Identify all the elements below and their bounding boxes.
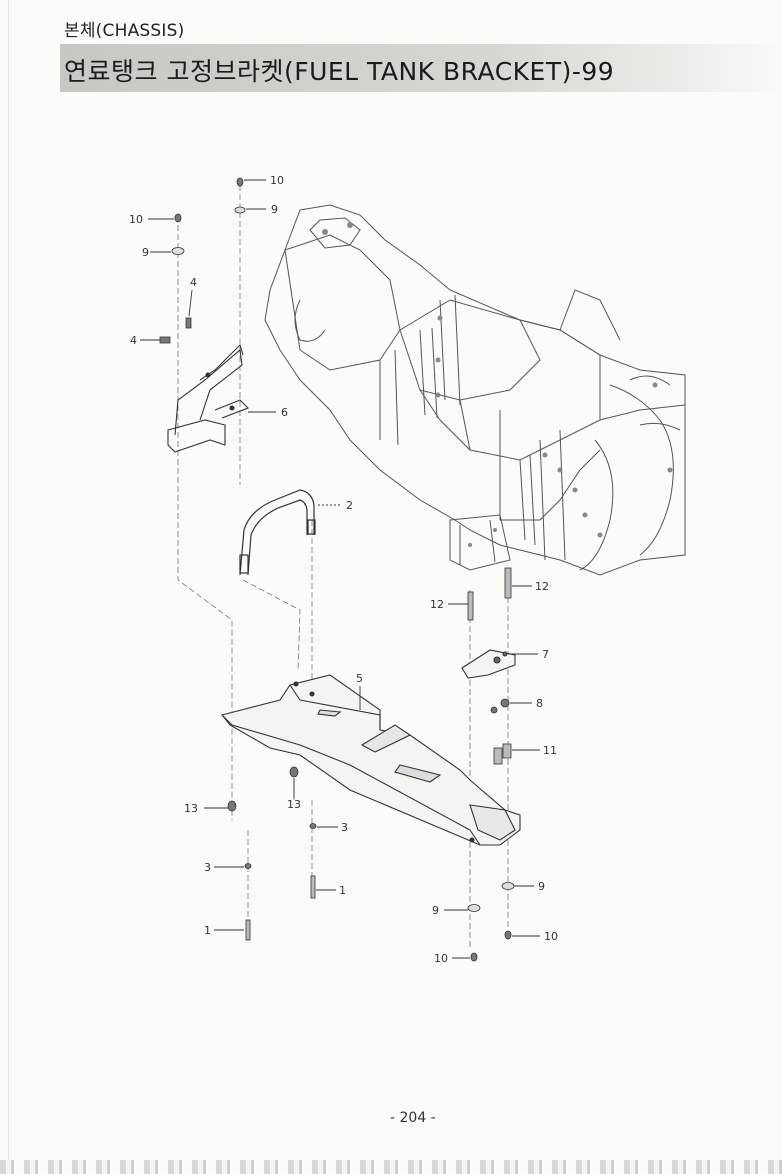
bracket-part-6 [167,343,249,453]
callout-1: 1 [339,884,346,897]
callout-9: 9 [271,203,278,216]
callout-3: 3 [204,861,211,874]
callout-9: 9 [432,904,439,917]
callout-12: 12 [535,580,549,593]
callout-4: 4 [190,276,197,289]
callout-10: 10 [270,174,284,187]
bracket-part-7 [461,649,516,679]
callout-7: 7 [542,648,549,661]
callout-8: 8 [536,697,543,710]
section-label: 본체(CHASSIS) [64,21,185,41]
callout-9: 9 [538,880,545,893]
strap-part-2 [239,489,316,576]
callout-10: 10 [434,952,448,965]
hardware-parts [159,177,515,962]
page-title: 연료탱크 고정브라켓(FUEL TANK BRACKET)-99 [64,57,615,86]
callout-3: 3 [341,821,348,834]
callout-13: 13 [287,798,301,811]
callout-10: 10 [544,930,558,943]
scan-margin-line [8,0,9,1160]
callout-2: 2 [346,499,353,512]
callout-11: 11 [543,744,557,757]
callout-12: 12 [430,598,444,611]
tank-bracket-part-5 [221,674,521,846]
scan-edge-artifact [0,1160,783,1174]
callout-10: 10 [129,213,143,226]
callout-5: 5 [356,672,363,685]
title-band [60,44,782,92]
callout-labels: 10 9 10 9 4 4 6 2 12 12 7 5 8 11 13 13 3… [129,174,558,965]
callout-4: 4 [130,334,137,347]
callout-6: 6 [281,406,288,419]
page-number: - 204 - [390,1110,436,1126]
transmission-bolts [322,222,673,547]
callout-13: 13 [184,802,198,815]
callout-leader-lines [140,179,540,959]
callout-1: 1 [204,924,211,937]
transmission-housing [264,204,686,576]
callout-9: 9 [142,246,149,259]
